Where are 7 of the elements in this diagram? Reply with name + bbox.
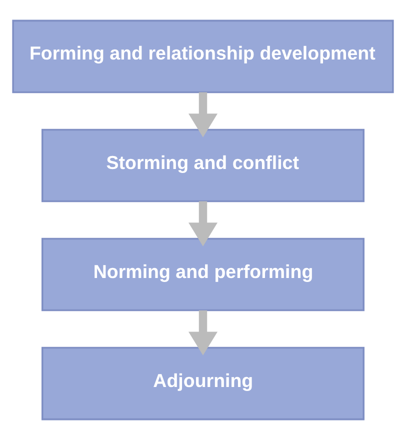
node-box: Forming and relationship development (12, 19, 394, 93)
arrow (188, 200, 218, 246)
node-box: Storming and conflict (42, 128, 364, 202)
arrow (188, 92, 218, 137)
node-box: Adjourning (42, 346, 364, 420)
node-box: Norming and performing (42, 237, 364, 311)
arrow (188, 310, 218, 355)
